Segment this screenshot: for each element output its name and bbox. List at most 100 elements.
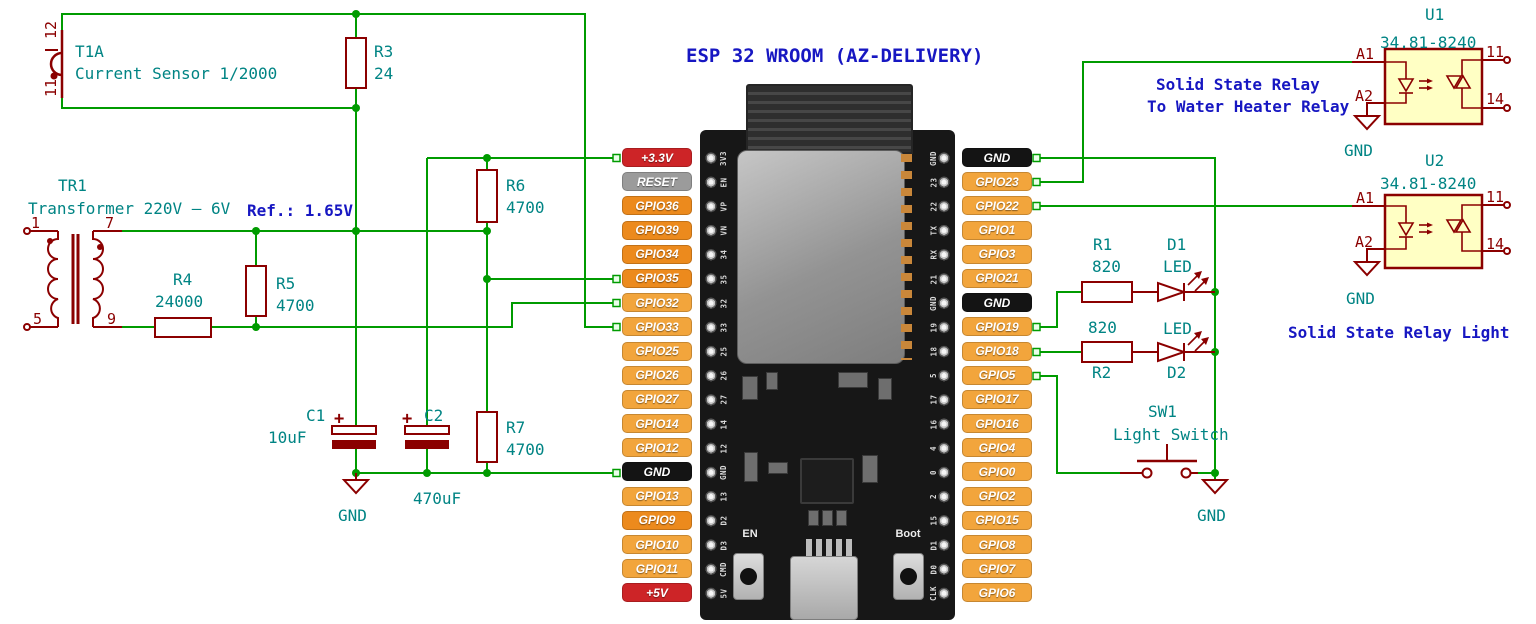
current-sensor-symbol bbox=[45, 30, 64, 98]
esp32-pin-gpio8: GPIO8 bbox=[962, 535, 1032, 554]
c1-ref: C1 bbox=[306, 406, 325, 425]
c1-polarity: + bbox=[334, 409, 344, 429]
resistor-r1 bbox=[1081, 281, 1133, 303]
ssr-u1-symbol bbox=[1352, 47, 1511, 126]
esp32-pin-gpio7: GPIO7 bbox=[962, 559, 1032, 579]
tr1-value: Transformer 220V – 6V bbox=[28, 199, 231, 218]
resistor-r2 bbox=[1081, 341, 1133, 363]
led-symbols bbox=[1132, 271, 1215, 363]
capacitor-c2-plate bbox=[405, 440, 449, 449]
schematic-title: ESP 32 WROOM (AZ-DELIVERY) bbox=[686, 45, 983, 67]
esp32-metal-shield bbox=[737, 150, 905, 364]
esp32-pin-gpio22: GPIO22 bbox=[962, 196, 1032, 216]
esp32-pin-gpio27: GPIO27 bbox=[622, 389, 692, 409]
ref-voltage-note: Ref.: 1.65V bbox=[247, 201, 353, 220]
esp32-pin-gpio17: GPIO17 bbox=[962, 389, 1032, 409]
u1-ref: U1 bbox=[1425, 5, 1444, 24]
esp32-pin-5v: +5V bbox=[622, 583, 692, 603]
en-button bbox=[733, 553, 764, 600]
u1-pin-11: 11 bbox=[1486, 43, 1504, 61]
esp32-pin-gpio1: GPIO1 bbox=[962, 220, 1032, 240]
esp32-pins-right: GND GPIO23 GPIO22 GPIO1 GPIO3 GPIO21 GND… bbox=[962, 148, 1032, 603]
resistor-r3 bbox=[345, 37, 367, 89]
esp32-pin-gpio23: GPIO23 bbox=[962, 172, 1032, 192]
u1-pin-a2: A2 bbox=[1355, 87, 1373, 105]
boot-button-label: Boot bbox=[895, 528, 921, 540]
esp32-pin-gpio16: GPIO16 bbox=[962, 414, 1032, 434]
esp32-pin-holes-left bbox=[703, 146, 719, 606]
u2-pin-14: 14 bbox=[1486, 235, 1504, 253]
gnd-label-sw1: GND bbox=[1197, 506, 1226, 525]
tr1-pin9-label: 9 bbox=[107, 310, 116, 328]
junction-dots bbox=[252, 10, 1219, 477]
esp32-pin-holes-right bbox=[936, 146, 952, 606]
capacitor-symbols bbox=[331, 425, 450, 449]
smd-component bbox=[838, 372, 868, 388]
r4-ref: R4 bbox=[173, 270, 192, 289]
switch-symbol bbox=[1120, 444, 1198, 479]
u1-value: 34.81-8240 bbox=[1380, 33, 1476, 52]
gnd-symbols bbox=[341, 115, 1382, 495]
smd-component bbox=[822, 510, 833, 526]
u1-pin-14: 14 bbox=[1486, 90, 1504, 108]
esp32-pin-gpio11: GPIO11 bbox=[622, 559, 692, 579]
r1-ref: R1 bbox=[1093, 235, 1112, 254]
esp32-pins-left: +3.3V RESET GPIO36 GPIO39 GPIO34 GPIO35 … bbox=[622, 148, 692, 603]
esp32-pin-gpio14: GPIO14 bbox=[622, 414, 692, 434]
r1-value: 820 bbox=[1092, 257, 1121, 276]
pin-connection-squares bbox=[612, 153, 1041, 478]
smd-component bbox=[744, 452, 758, 482]
usb-connector-pins bbox=[806, 539, 852, 557]
d2-value: LED bbox=[1163, 319, 1192, 338]
capacitor-c2-plate bbox=[404, 425, 450, 435]
d1-ref: D1 bbox=[1167, 235, 1186, 254]
r7-value: 4700 bbox=[506, 440, 545, 459]
esp32-pin-gpio21: GPIO21 bbox=[962, 268, 1032, 288]
r5-value: 4700 bbox=[276, 296, 315, 315]
c1-value: 10uF bbox=[268, 428, 307, 447]
esp32-pin-gpio34: GPIO34 bbox=[622, 244, 692, 264]
boot-button bbox=[893, 553, 924, 600]
esp32-pin-gpio18: GPIO18 bbox=[962, 341, 1032, 361]
gnd-label-c1: GND bbox=[338, 506, 367, 525]
esp32-pin-gpio3: GPIO3 bbox=[962, 244, 1032, 264]
c2-value: 470uF bbox=[413, 489, 461, 508]
esp32-pin-gpio35: GPIO35 bbox=[622, 268, 692, 288]
en-button-label: EN bbox=[742, 528, 758, 540]
esp32-pin-gpio25: GPIO25 bbox=[622, 341, 692, 361]
esp32-pin-gpio0: GPIO0 bbox=[962, 462, 1032, 482]
r6-ref: R6 bbox=[506, 176, 525, 195]
ssr-note-line1: Solid State Relay bbox=[1156, 75, 1320, 94]
esp32-castellated-pads bbox=[901, 154, 912, 360]
gnd-label-u1: GND bbox=[1344, 141, 1373, 160]
esp32-pin-reset: RESET bbox=[622, 172, 692, 192]
resistor-r4 bbox=[154, 317, 212, 338]
u2-pin-11: 11 bbox=[1486, 188, 1504, 206]
t1a-value: Current Sensor 1/2000 bbox=[75, 64, 277, 83]
esp32-pin-gpio2: GPIO2 bbox=[962, 486, 1032, 506]
esp32-pin-gpio10: GPIO10 bbox=[622, 535, 692, 554]
smd-component bbox=[742, 376, 758, 400]
esp32-antenna bbox=[746, 84, 913, 154]
r4-value: 24000 bbox=[155, 292, 203, 311]
esp32-pin-gnd-right-mid: GND bbox=[962, 293, 1032, 313]
esp32-pin-gpio6: GPIO6 bbox=[962, 583, 1032, 603]
r7-ref: R7 bbox=[506, 418, 525, 437]
ssr-note-line2: To Water Heater Relay bbox=[1147, 97, 1350, 116]
capacitor-c1-plate bbox=[332, 440, 376, 449]
ssr-u2-symbol bbox=[1352, 193, 1511, 270]
esp32-pin-gpio36: GPIO36 bbox=[622, 196, 692, 216]
smd-component bbox=[836, 510, 847, 526]
smd-component bbox=[878, 378, 892, 400]
resistor-r6 bbox=[476, 169, 498, 223]
u2-pin-a1: A1 bbox=[1356, 189, 1374, 207]
u1-pin-a1: A1 bbox=[1356, 45, 1374, 63]
t1a-pin12-label: 12 bbox=[42, 21, 60, 39]
usb-connector bbox=[790, 556, 858, 620]
esp32-pin-gpio13: GPIO13 bbox=[622, 486, 692, 506]
u2-pin-a2: A2 bbox=[1355, 233, 1373, 251]
esp32-chip bbox=[800, 458, 854, 504]
transformer-symbol bbox=[23, 227, 122, 331]
